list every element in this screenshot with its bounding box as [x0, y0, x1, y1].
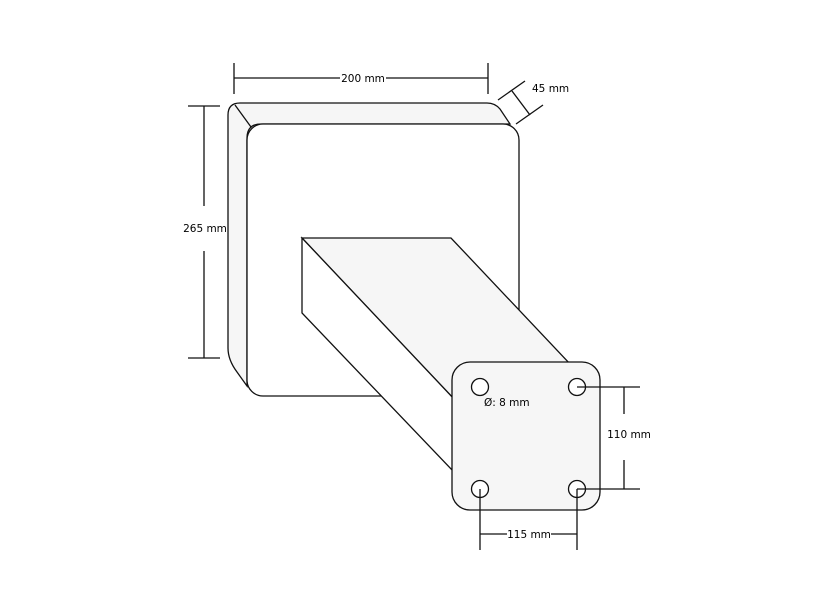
hole-diameter-label: Ø: 8 mm	[484, 397, 530, 409]
width-label: 200 mm	[341, 73, 385, 85]
dimension-height: 265 mm	[183, 105, 227, 359]
wall-plate-edge	[234, 104, 252, 128]
hole-horizontal-label: 115 mm	[507, 529, 551, 541]
dimension-depth: 45 mm	[497, 80, 569, 125]
hole-vertical-label: 110 mm	[607, 429, 651, 441]
height-label: 265 mm	[183, 223, 227, 235]
dimension-width: 200 mm	[233, 63, 489, 94]
mounting-plate-face	[451, 361, 601, 511]
dimension-hole-vertical: 110 mm	[577, 386, 651, 490]
hole-top-left	[470, 377, 490, 397]
depth-label: 45 mm	[532, 83, 569, 95]
mounting-plate	[451, 361, 601, 511]
dimension-hole-horizontal: 115 mm	[479, 489, 578, 550]
